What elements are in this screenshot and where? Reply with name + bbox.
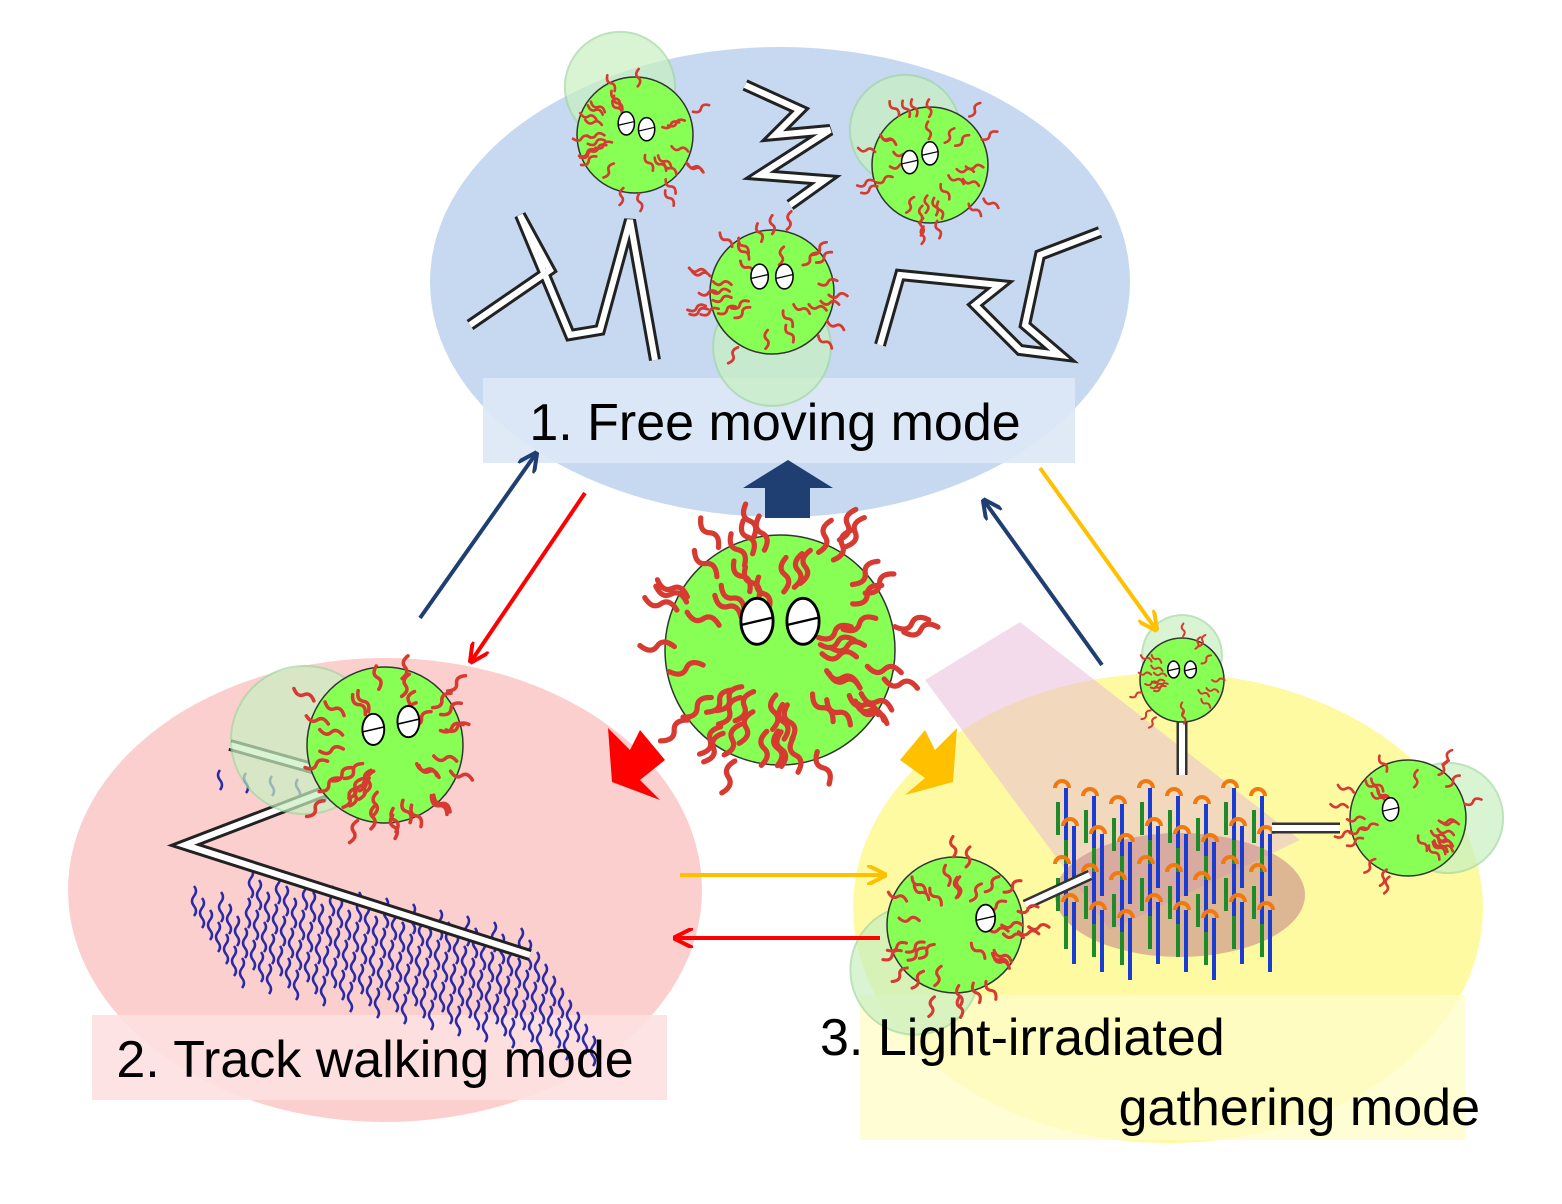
- nanoparticle-icon: [848, 73, 1000, 246]
- dna-track-icon: [190, 769, 597, 1067]
- dna-pillar-array: [1022, 722, 1340, 980]
- light-gathering-label-line1: 3. Light-irradiated: [820, 1009, 1225, 1067]
- light-label-band: [860, 995, 1465, 1140]
- arrow-free-to-light: [1038, 466, 1155, 628]
- nanoparticle-icon: [1129, 614, 1226, 729]
- arrow-light-to-free: [985, 502, 1104, 667]
- big-arrow-up-free: [743, 460, 833, 518]
- nanoparticle-icon: [1329, 748, 1505, 895]
- nanoparticle-icon: [229, 654, 475, 845]
- random-walk-arrows: [166, 79, 1103, 961]
- track-walking-label: 2. Track walking mode: [116, 1031, 633, 1089]
- nanoparticle-icon: [563, 30, 711, 213]
- big-arrow-to-track: [608, 728, 665, 800]
- nanoparticle-icon: [686, 210, 849, 407]
- track-label-band: [92, 1015, 667, 1100]
- gather-arrow-icon: [1023, 872, 1092, 908]
- arrow-free-to-track: [472, 491, 587, 660]
- free-moving-label: 1. Free moving mode: [529, 394, 1020, 452]
- track-walking-region: [68, 658, 702, 1122]
- nanoparticle-icon: [637, 501, 941, 796]
- light-gathering-label-line2: gathering mode: [1119, 1079, 1480, 1137]
- arrow-track-to-free: [418, 455, 535, 620]
- big-arrow-to-light: [900, 728, 957, 795]
- nanoparticle-icon: [849, 834, 1051, 1036]
